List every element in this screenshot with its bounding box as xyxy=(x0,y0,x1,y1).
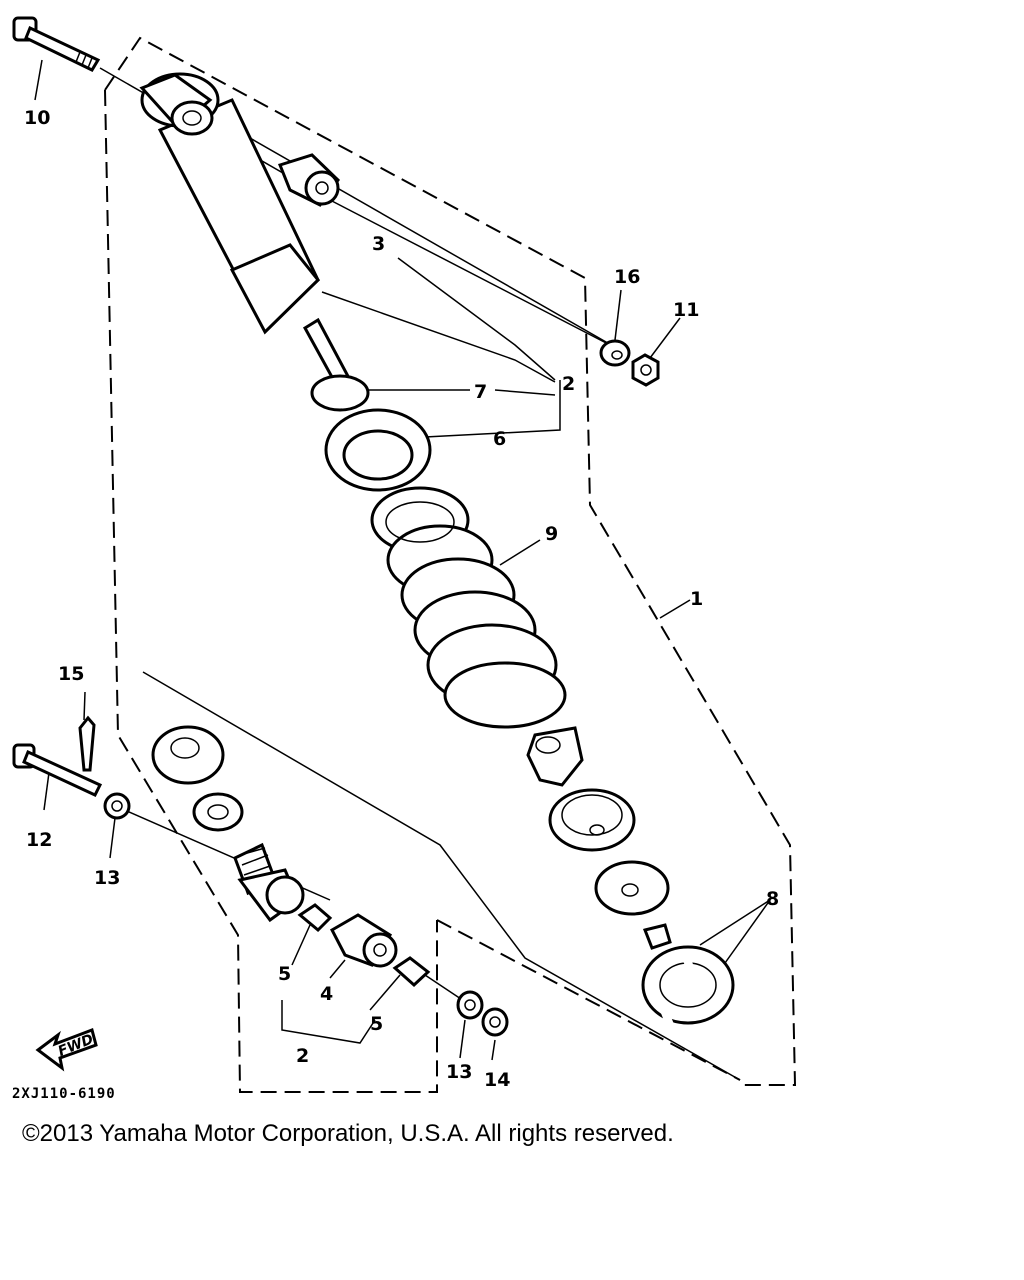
collar-5-left xyxy=(297,903,333,933)
drawing-code: 2XJ110-6190 xyxy=(12,1086,116,1102)
plate-disc xyxy=(594,860,670,916)
upper-bolt xyxy=(12,16,101,72)
washer-16 xyxy=(599,339,631,367)
label-16: 16 xyxy=(614,266,640,288)
label-10: 10 xyxy=(24,107,50,129)
label-12: 12 xyxy=(26,829,52,851)
lock-ring xyxy=(192,792,244,832)
lower-bushing xyxy=(330,913,398,968)
label-4: 4 xyxy=(320,983,333,1005)
rear-shock-exploded-diagram: FWD 1 2 2 3 4 5 5 6 7 8 9 10 11 12 13 13… xyxy=(12,16,797,1102)
label-13-left: 13 xyxy=(94,867,120,889)
label-15: 15 xyxy=(58,663,84,685)
nut-11 xyxy=(631,353,660,387)
label-5-left: 5 xyxy=(278,963,291,985)
part-labels: 1 2 2 3 4 5 5 6 7 8 9 10 11 12 13 13 14 … xyxy=(24,107,779,1091)
collar-5-right xyxy=(392,956,431,988)
assembly-2-outline xyxy=(142,671,741,1081)
cotter-pin xyxy=(78,715,96,772)
small-clip xyxy=(642,923,672,950)
circlip xyxy=(310,374,370,412)
washer-13-right xyxy=(456,990,484,1020)
label-1: 1 xyxy=(690,588,703,610)
label-2-lower: 2 xyxy=(296,1045,309,1067)
lower-cup xyxy=(548,788,636,852)
lower-clevis xyxy=(233,842,305,923)
spring-seat xyxy=(324,408,432,492)
label-5-right: 5 xyxy=(370,1013,383,1035)
lower-pin xyxy=(12,743,103,797)
shock-absorber-body xyxy=(139,72,352,391)
label-8: 8 xyxy=(766,888,779,910)
coil-spring xyxy=(370,486,567,729)
upper-bushing xyxy=(278,153,340,207)
leader-lines xyxy=(34,59,771,1061)
lower-spring-seat xyxy=(151,725,225,785)
fwd-arrow-icon: FWD xyxy=(35,1028,98,1072)
label-6: 6 xyxy=(493,428,506,450)
copyright-notice: ©2013 Yamaha Motor Corporation, U.S.A. A… xyxy=(22,1120,674,1147)
label-2-upper: 2 xyxy=(562,373,575,395)
washer-13-left xyxy=(103,792,131,820)
label-7: 7 xyxy=(474,381,487,403)
lower-split-seat xyxy=(641,945,735,1032)
label-13-right: 13 xyxy=(446,1061,472,1083)
label-11: 11 xyxy=(673,299,699,321)
assembly-1-outline xyxy=(104,36,797,1093)
label-9: 9 xyxy=(545,523,558,545)
bump-stop xyxy=(526,726,584,787)
label-14: 14 xyxy=(484,1069,510,1091)
washer-14 xyxy=(481,1007,509,1037)
label-3: 3 xyxy=(372,233,385,255)
